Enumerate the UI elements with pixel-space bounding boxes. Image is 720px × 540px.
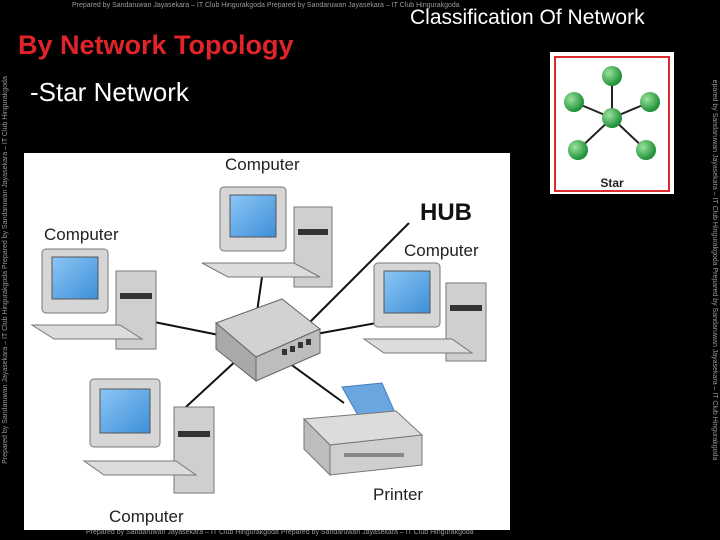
- page-heading: By Network Topology: [18, 30, 294, 60]
- watermark-left: Prepared by Sandaruwan Jayasekara – IT C…: [2, 76, 9, 464]
- computer-top-illustration: [201, 186, 333, 288]
- label-computer-left: Computer: [44, 225, 119, 244]
- watermark-bottom: Prepared by Sandaruwan Jayasekara – IT C…: [86, 529, 474, 536]
- star-thumbnail-label: Star: [600, 176, 624, 190]
- computer-right-illustration: [362, 262, 487, 362]
- computer-left-illustration: [30, 248, 157, 350]
- printer-illustration: [302, 382, 424, 477]
- star-topology-icon: [564, 66, 660, 160]
- star-thumbnail-frame: Star: [554, 56, 670, 192]
- star-network-diagram: Computer Computer Computer Computer Prin…: [24, 153, 510, 530]
- label-hub: HUB: [420, 199, 472, 226]
- diagram-illustration: [30, 186, 487, 494]
- hub-illustration: [215, 298, 321, 383]
- label-computer-top: Computer: [225, 155, 300, 174]
- label-computer-bottom: Computer: [109, 507, 184, 526]
- watermark-top: Prepared by Sandaruwan Jayasekara – IT C…: [72, 2, 460, 9]
- label-printer: Printer: [373, 485, 424, 504]
- star-thumbnail: Star: [550, 52, 674, 194]
- label-computer-right: Computer: [404, 241, 479, 260]
- watermark-right: epared by Sandaruwan Jayasekara – IT Clu…: [711, 79, 718, 461]
- slide-title: Classification Of Network: [410, 6, 645, 29]
- subheading: -Star Network: [30, 77, 189, 107]
- computer-bottom-illustration: [82, 378, 215, 494]
